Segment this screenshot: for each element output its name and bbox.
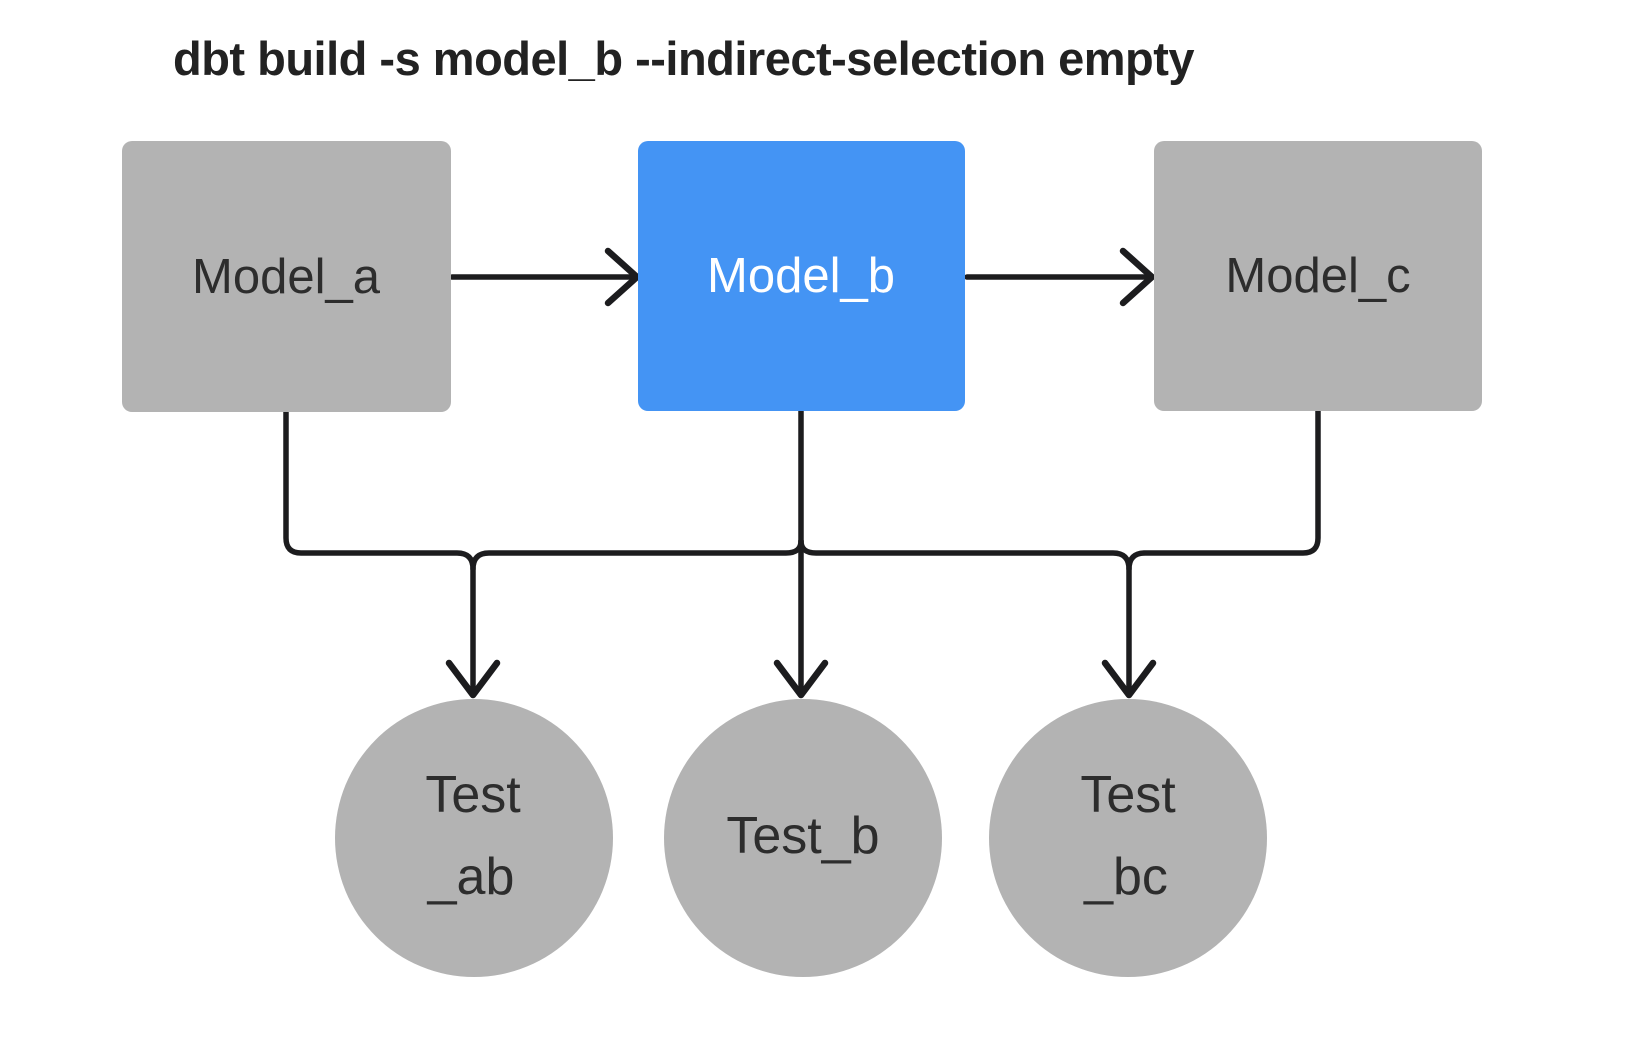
model-b-node: Model_b [638, 141, 965, 411]
test-b-node: Test_b [664, 699, 942, 977]
test-ab-node: Test _ab [335, 699, 613, 977]
test-ab-circle [335, 699, 613, 977]
test-ab-label-line1: Test [425, 766, 521, 824]
model-a-node: Model_a [122, 141, 451, 412]
edge-model-b-to-test-ab [470, 538, 804, 572]
model-a-box [122, 141, 451, 412]
arrowhead-right-model-b-icon [604, 247, 641, 307]
model-a-label: Model_a [192, 250, 381, 304]
test-bc-circle [989, 699, 1267, 977]
arrowhead-down-test-bc-icon [1101, 659, 1157, 699]
edge-model-c-to-test-bc [1126, 408, 1321, 572]
command-title: dbt build -s model_b --indirect-selectio… [173, 32, 1194, 85]
model-c-label: Model_c [1225, 249, 1410, 303]
test-b-circle [664, 699, 942, 977]
test-bc-label-line1: Test [1080, 766, 1176, 824]
arrowhead-down-test-b-icon [773, 659, 829, 699]
test-b-label: Test_b [726, 807, 879, 865]
edge-model-a-to-test-ab [283, 409, 476, 694]
test-bc-node: Test _bc [989, 699, 1267, 977]
model-c-node: Model_c [1154, 141, 1482, 411]
model-b-label: Model_b [707, 249, 895, 303]
edge-model-b-to-test-bc [798, 538, 1132, 694]
test-ab-label-line2: _ab [427, 848, 515, 906]
model-b-box [638, 141, 965, 411]
arrowhead-down-test-ab-icon [445, 659, 501, 699]
model-c-box [1154, 141, 1482, 411]
test-bc-label-line2: _bc [1083, 848, 1168, 906]
arrowhead-right-model-c-icon [1119, 247, 1156, 307]
